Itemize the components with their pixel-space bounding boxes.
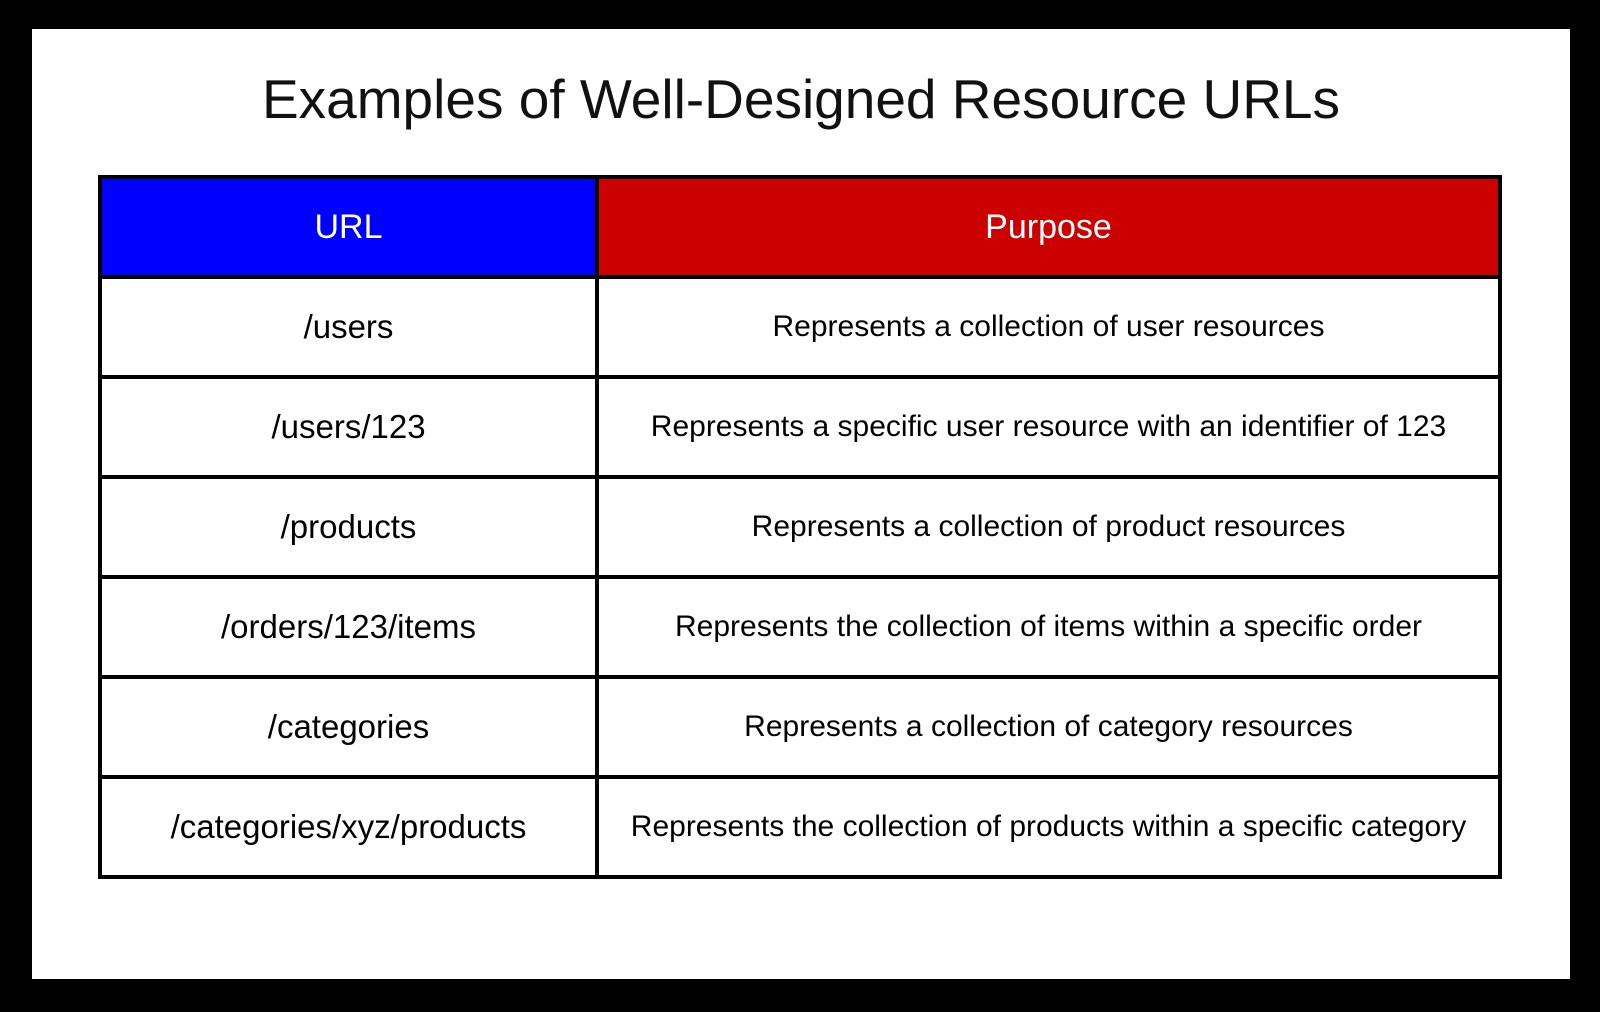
table-row: /categories Represents a collection of c…: [98, 675, 1502, 779]
url-cell: /users: [98, 275, 599, 379]
purpose-cell: Represents the collection of items withi…: [595, 575, 1502, 679]
table-header-row: URL Purpose: [98, 175, 1502, 279]
table-row: /users/123 Represents a specific user re…: [98, 375, 1502, 479]
purpose-cell: Represents a specific user resource with…: [595, 375, 1502, 479]
purpose-cell: Represents a collection of user resource…: [595, 275, 1502, 379]
table-row: /users Represents a collection of user r…: [98, 275, 1502, 379]
table-row: /orders/123/items Represents the collect…: [98, 575, 1502, 679]
resource-url-table: URL Purpose /users Represents a collecti…: [98, 175, 1502, 879]
purpose-cell: Represents a collection of category reso…: [595, 675, 1502, 779]
url-cell: /products: [98, 475, 599, 579]
document-page: Examples of Well-Designed Resource URLs …: [32, 29, 1570, 979]
column-header-url: URL: [98, 175, 599, 279]
purpose-cell: Represents the collection of products wi…: [595, 775, 1502, 879]
column-header-purpose: Purpose: [595, 175, 1502, 279]
url-cell: /orders/123/items: [98, 575, 599, 679]
table-row: /products Represents a collection of pro…: [98, 475, 1502, 579]
url-cell: /users/123: [98, 375, 599, 479]
url-cell: /categories: [98, 675, 599, 779]
page-title: Examples of Well-Designed Resource URLs: [261, 68, 1341, 130]
purpose-cell: Represents a collection of product resou…: [595, 475, 1502, 579]
url-cell: /categories/xyz/products: [98, 775, 599, 879]
table-row: /categories/xyz/products Represents the …: [98, 775, 1502, 879]
